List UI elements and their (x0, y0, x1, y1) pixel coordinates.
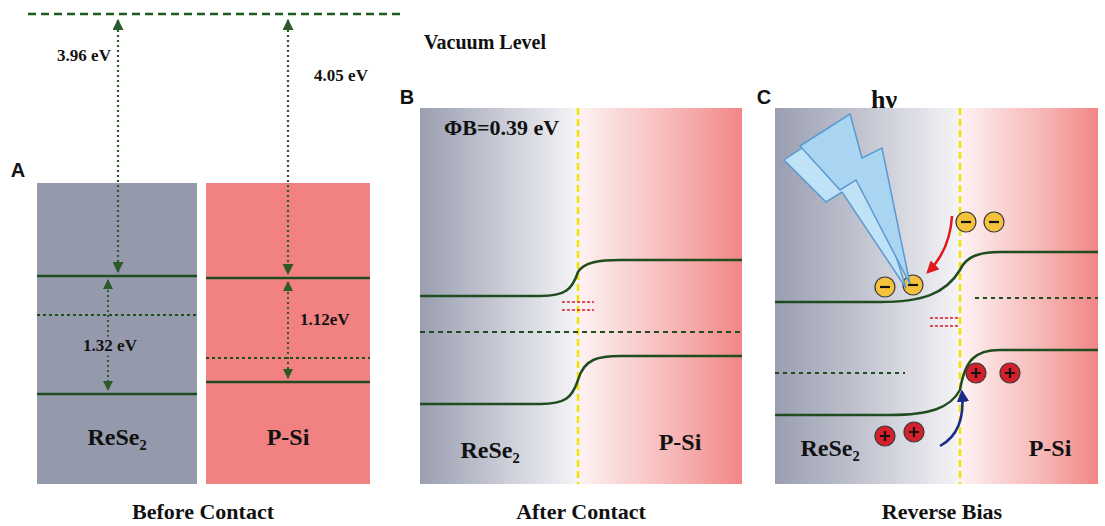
carrier-circle (903, 275, 923, 295)
fermi-level (420, 331, 742, 333)
electron-flow-arrow (928, 216, 952, 272)
carrier-sign (961, 221, 971, 223)
valence-band (420, 356, 742, 404)
valence-band (775, 350, 1098, 415)
panel-letter: C (757, 86, 771, 108)
carrier-sign (1005, 368, 1015, 378)
fermi-level (206, 357, 370, 359)
carrier-sign (909, 427, 919, 437)
electron-symbol (984, 212, 1004, 232)
valence-band (37, 393, 197, 396)
carrier-sign (908, 284, 918, 286)
carrier-sign (880, 431, 890, 441)
energy-label: 4.05 eV (314, 67, 368, 86)
hole-symbol (904, 422, 924, 442)
band-gap-arrow (107, 280, 109, 390)
band-gap-arrow (287, 282, 289, 378)
carrier-circle (966, 363, 986, 383)
photon-label: hν (871, 86, 897, 115)
conduction-band (206, 277, 370, 280)
reverse-bias-panel: ReSe₂ P-Si (775, 108, 1098, 484)
panel-caption: After Contact (516, 500, 646, 524)
fermi-level (775, 372, 905, 374)
hole-symbol (966, 363, 986, 383)
carrier-sign (971, 368, 981, 378)
energy-label: 3.96 eV (57, 47, 111, 66)
work-function-arrow (117, 20, 119, 272)
panel-caption: Reverse Bias (882, 500, 1002, 524)
light-bolt (784, 128, 906, 288)
carrier-circle (1000, 363, 1020, 383)
carrier-circle (875, 426, 895, 446)
electron-symbol (903, 275, 923, 295)
panel-letter: A (11, 159, 25, 181)
carrier-circle (984, 212, 1004, 232)
conduction-band (775, 252, 1098, 302)
material-label: P-Si (267, 424, 310, 450)
carrier-group (875, 212, 1020, 446)
carrier-circle (904, 422, 924, 442)
electron-symbol (956, 212, 976, 232)
material-label: ReSe₂ (800, 435, 859, 461)
electron-symbol (875, 277, 895, 297)
fermi-level (975, 297, 1098, 299)
junction-panel: ΦB=0.39 eV ReSe₂ P-Si (420, 108, 742, 484)
light-bolt (800, 114, 910, 284)
psi-block: P-Si (206, 183, 370, 484)
work-function-arrow (287, 20, 289, 274)
conduction-band (37, 275, 197, 278)
band-gap-label: 1.32 eV (81, 337, 139, 356)
hole-symbol (1000, 363, 1020, 383)
carrier-circle (875, 277, 895, 297)
fermi-level (37, 314, 197, 316)
carrier-circle (956, 212, 976, 232)
interface-states (562, 302, 594, 310)
hole-flow-arrow (940, 392, 963, 446)
panel-caption: Before Contact (132, 500, 274, 524)
carrier-sign (989, 221, 999, 223)
vacuum-level-line (28, 13, 400, 16)
panel-letter: B (400, 86, 414, 108)
interface-states (930, 318, 958, 326)
hole-symbol (875, 426, 895, 446)
junction-line (577, 108, 580, 484)
material-label: ReSe₂ (460, 437, 519, 463)
material-label: ReSe₂ (87, 424, 146, 450)
barrier-height-label: ΦB=0.39 eV (444, 116, 559, 140)
vacuum-level-label: Vacuum Level (424, 31, 546, 53)
carrier-sign (880, 286, 890, 288)
band-gap-label: 1.12eV (298, 311, 352, 330)
rese2-block: ReSe₂ (37, 183, 197, 484)
conduction-band (420, 260, 742, 296)
material-label: P-Si (1029, 435, 1072, 461)
material-label: P-Si (659, 429, 702, 455)
junction-line (959, 108, 962, 484)
valence-band (206, 381, 370, 384)
